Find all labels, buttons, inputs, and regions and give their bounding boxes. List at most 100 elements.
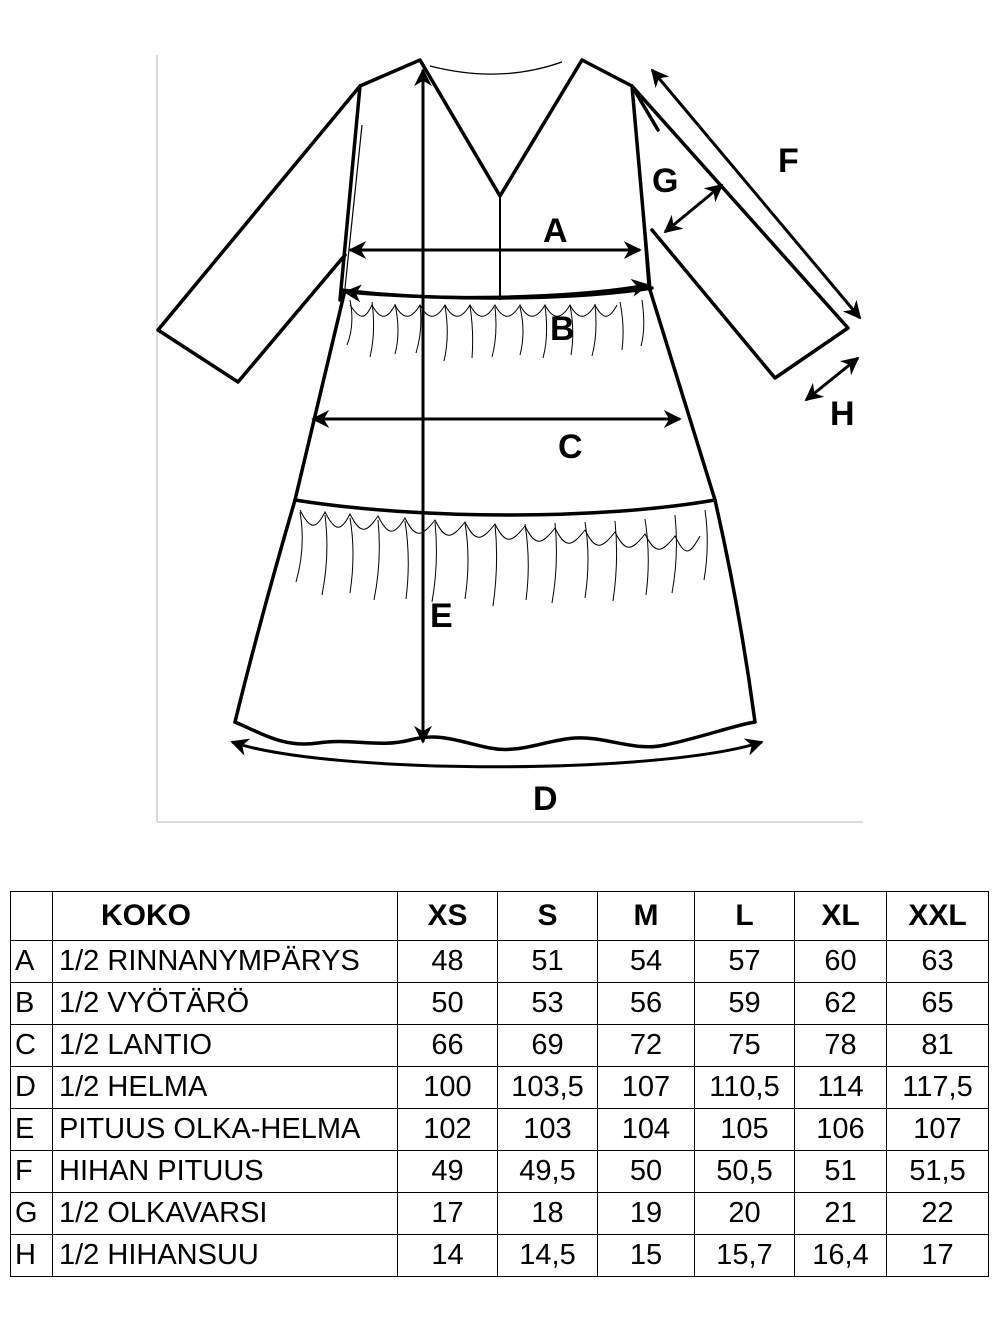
row-label: HIHAN PITUUS	[52, 1150, 398, 1193]
header-empty-cell	[10, 891, 53, 941]
dress-measurement-diagram: A B C D E F G H	[156, 55, 863, 823]
dress-outline	[156, 58, 850, 752]
size-chart-table: KOKO XS S M L XL XXL A 1/2 RINNANYMPÄRYS…	[10, 891, 989, 1277]
cell-value: 65	[886, 982, 989, 1025]
row-key: B	[10, 982, 53, 1025]
cell-value: 51	[794, 1150, 887, 1193]
cell-value: 56	[597, 982, 695, 1025]
cell-value: 100	[397, 1066, 498, 1109]
cell-value: 17	[397, 1192, 498, 1235]
cell-value: 22	[886, 1192, 989, 1235]
cell-value: 54	[597, 940, 695, 983]
cell-value: 14	[397, 1234, 498, 1277]
row-label: 1/2 HELMA	[52, 1066, 398, 1109]
header-size-label: KOKO	[52, 891, 398, 941]
cell-value: 75	[694, 1024, 795, 1067]
row-key: E	[10, 1108, 53, 1151]
cell-value: 17	[886, 1234, 989, 1277]
cell-value: 114	[794, 1066, 887, 1109]
cell-value: 15	[597, 1234, 695, 1277]
row-key: A	[10, 940, 53, 983]
cell-value: 50	[397, 982, 498, 1025]
cell-value: 21	[794, 1192, 887, 1235]
header-size-m: M	[597, 891, 695, 941]
table-header-row: KOKO XS S M L XL XXL	[10, 891, 989, 941]
row-key: H	[10, 1234, 53, 1277]
bodice-side-line-right	[635, 129, 649, 289]
cell-value: 107	[597, 1066, 695, 1109]
cell-value: 78	[794, 1024, 887, 1067]
row-key: F	[10, 1150, 53, 1193]
cell-value: 16,4	[794, 1234, 887, 1277]
row-label: 1/2 RINNANYMPÄRYS	[52, 940, 398, 983]
row-key: D	[10, 1066, 53, 1109]
table-row: D 1/2 HELMA 100 103,5 107 110,5 114 117,…	[10, 1066, 989, 1109]
row-key: G	[10, 1192, 53, 1235]
header-size-l: L	[694, 891, 795, 941]
cell-value: 50,5	[694, 1150, 795, 1193]
cell-value: 15,7	[694, 1234, 795, 1277]
table-row: F HIHAN PITUUS 49 49,5 50 50,5 51 51,5	[10, 1150, 989, 1193]
row-label: PITUUS OLKA-HELMA	[52, 1108, 398, 1151]
bodice-side-line-left	[344, 124, 363, 289]
measure-arrow-g	[663, 183, 724, 234]
table-row: H 1/2 HIHANSUU 14 14,5 15 15,7 16,4 17	[10, 1234, 989, 1277]
cell-value: 60	[794, 940, 887, 983]
measure-arrow-b	[343, 278, 650, 303]
measure-label-g: G	[652, 162, 678, 200]
cell-value: 104	[597, 1108, 695, 1151]
gathers-upper	[346, 299, 645, 362]
row-label: 1/2 OLKAVARSI	[52, 1192, 398, 1235]
neckline-inner	[429, 61, 563, 75]
measure-label-h: H	[830, 395, 855, 433]
cell-value: 50	[597, 1150, 695, 1193]
row-label: 1/2 HIHANSUU	[52, 1234, 398, 1277]
row-label: 1/2 LANTIO	[52, 1024, 398, 1067]
cell-value: 14,5	[497, 1234, 598, 1277]
cell-value: 48	[397, 940, 498, 983]
header-size-xxl: XXL	[886, 891, 989, 941]
header-size-xs: XS	[397, 891, 498, 941]
cell-value: 103,5	[497, 1066, 598, 1109]
row-key: C	[10, 1024, 53, 1067]
cell-value: 107	[886, 1108, 989, 1151]
cell-value: 105	[694, 1108, 795, 1151]
row-label: 1/2 VYÖTÄRÖ	[52, 982, 398, 1025]
cell-value: 19	[597, 1192, 695, 1235]
cell-value: 106	[794, 1108, 887, 1151]
measure-label-a: A	[543, 212, 568, 250]
cell-value: 69	[497, 1024, 598, 1067]
cell-value: 51,5	[886, 1150, 989, 1193]
table-row: E PITUUS OLKA-HELMA 102 103 104 105 106 …	[10, 1108, 989, 1151]
cell-value: 59	[694, 982, 795, 1025]
cell-value: 63	[886, 940, 989, 983]
measure-label-f: F	[778, 142, 799, 180]
cell-value: 72	[597, 1024, 695, 1067]
measure-label-b: B	[550, 310, 575, 348]
cell-value: 103	[497, 1108, 598, 1151]
gathers-lower	[295, 509, 708, 607]
header-size-s: S	[497, 891, 598, 941]
cell-value: 62	[794, 982, 887, 1025]
table-row: C 1/2 LANTIO 66 69 72 75 78 81	[10, 1024, 989, 1067]
cell-value: 49	[397, 1150, 498, 1193]
measure-arrow-f	[650, 68, 862, 320]
cell-value: 110,5	[694, 1066, 795, 1109]
cell-value: 102	[397, 1108, 498, 1151]
cell-value: 117,5	[886, 1066, 989, 1109]
cell-value: 57	[694, 940, 795, 983]
cell-value: 20	[694, 1192, 795, 1235]
measure-label-e: E	[430, 597, 453, 635]
cell-value: 51	[497, 940, 598, 983]
table-row: B 1/2 VYÖTÄRÖ 50 53 56 59 62 65	[10, 982, 989, 1025]
measure-label-c: C	[558, 428, 583, 466]
measure-arrow-h	[804, 356, 860, 402]
cell-value: 81	[886, 1024, 989, 1067]
cell-value: 18	[497, 1192, 598, 1235]
measure-label-d: D	[533, 780, 558, 818]
cell-value: 53	[497, 982, 598, 1025]
measure-arrow-d	[230, 738, 764, 769]
header-size-xl: XL	[794, 891, 887, 941]
table-row: G 1/2 OLKAVARSI 17 18 19 20 21 22	[10, 1192, 989, 1235]
table-row: A 1/2 RINNANYMPÄRYS 48 51 54 57 60 63	[10, 940, 989, 983]
